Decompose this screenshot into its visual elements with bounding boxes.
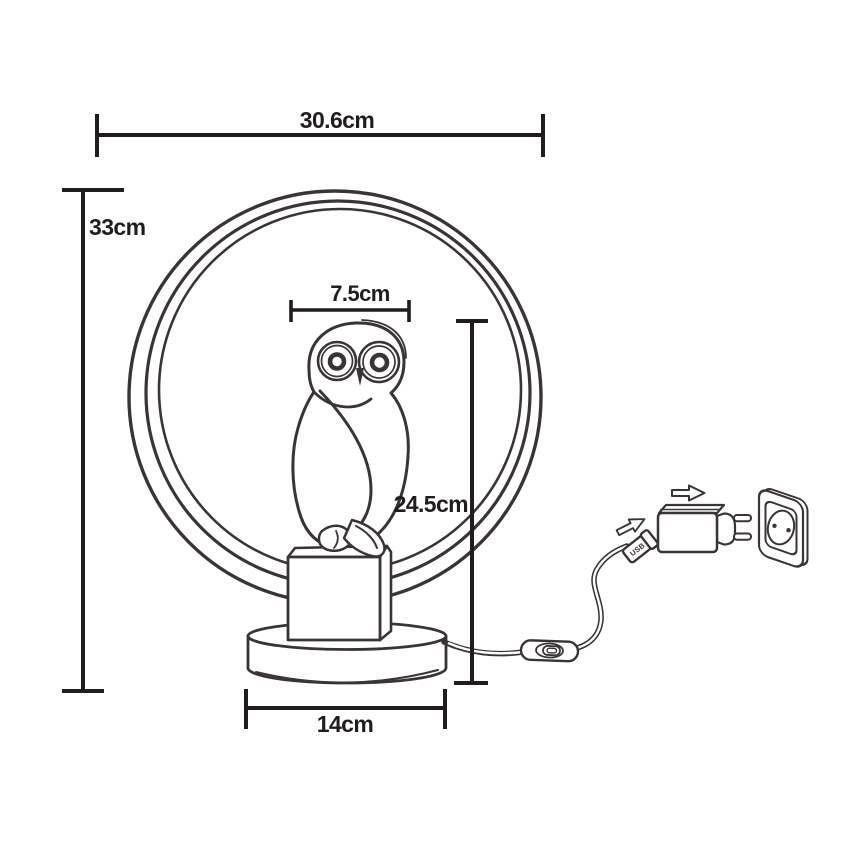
dimension-base-width: 14cm	[244, 689, 447, 737]
dim-label-base-width: 14cm	[317, 711, 374, 737]
cable-highlight-2	[576, 544, 628, 650]
adapter-pin-top	[733, 514, 752, 523]
dim-label-inner-height: 24.5cm	[394, 491, 469, 517]
power-adapter	[656, 503, 752, 554]
power-cable	[441, 543, 630, 663]
owl-tail-detail-line	[355, 525, 378, 549]
base-bottom-rim	[255, 669, 439, 684]
outlet-hole-right	[786, 528, 791, 533]
owl-head-sketch-line	[361, 319, 407, 359]
adapter-plug-neck	[715, 512, 737, 546]
block-side-face	[378, 544, 393, 642]
inline-switch	[519, 639, 580, 663]
usb-connector: USB	[621, 529, 659, 564]
outlet-inner-frame	[764, 500, 798, 556]
dim-label-owl-width: 7.5cm	[330, 281, 389, 306]
dimension-owl-width: 7.5cm	[289, 281, 411, 322]
owl-toe-line	[333, 530, 339, 549]
adapter-pin-bottom	[733, 532, 752, 541]
outlet-hole-left	[772, 523, 777, 528]
owl-beak	[356, 368, 364, 386]
owl-figurine	[291, 319, 410, 558]
owl-left-pupil	[327, 352, 347, 371]
adapter-body	[656, 511, 719, 554]
owl-right-eye-ring	[357, 340, 401, 384]
outlet-socket-recess	[766, 509, 796, 546]
dim-label-total-height: 33cm	[89, 214, 146, 240]
wall-outlet	[757, 488, 809, 568]
owl-foot	[317, 524, 353, 553]
switch-toggle	[542, 645, 561, 657]
owl-right-eye-inner-ring	[362, 345, 396, 379]
owl-left-eye-ring	[316, 340, 358, 382]
dimension-inner-height: 24.5cm	[394, 319, 488, 685]
cube-pedestal	[286, 544, 393, 642]
owl-chest-line	[312, 390, 373, 409]
owl-body-outline	[291, 321, 410, 548]
dimension-total-height: 33cm	[62, 188, 146, 693]
cable-highlight	[447, 641, 524, 655]
owl-left-eye-inner-ring	[320, 344, 354, 378]
dim-label-total-width: 30.6cm	[300, 107, 375, 133]
owl-right-pupil	[369, 352, 390, 373]
dimension-total-width: 30.6cm	[95, 107, 545, 157]
switch-well	[535, 642, 564, 659]
usb-collar	[639, 529, 659, 550]
owl-tail	[342, 518, 386, 558]
block-front-face	[286, 555, 382, 642]
right-arrow-icon	[671, 484, 706, 502]
switch-toggle-detail	[546, 647, 558, 654]
